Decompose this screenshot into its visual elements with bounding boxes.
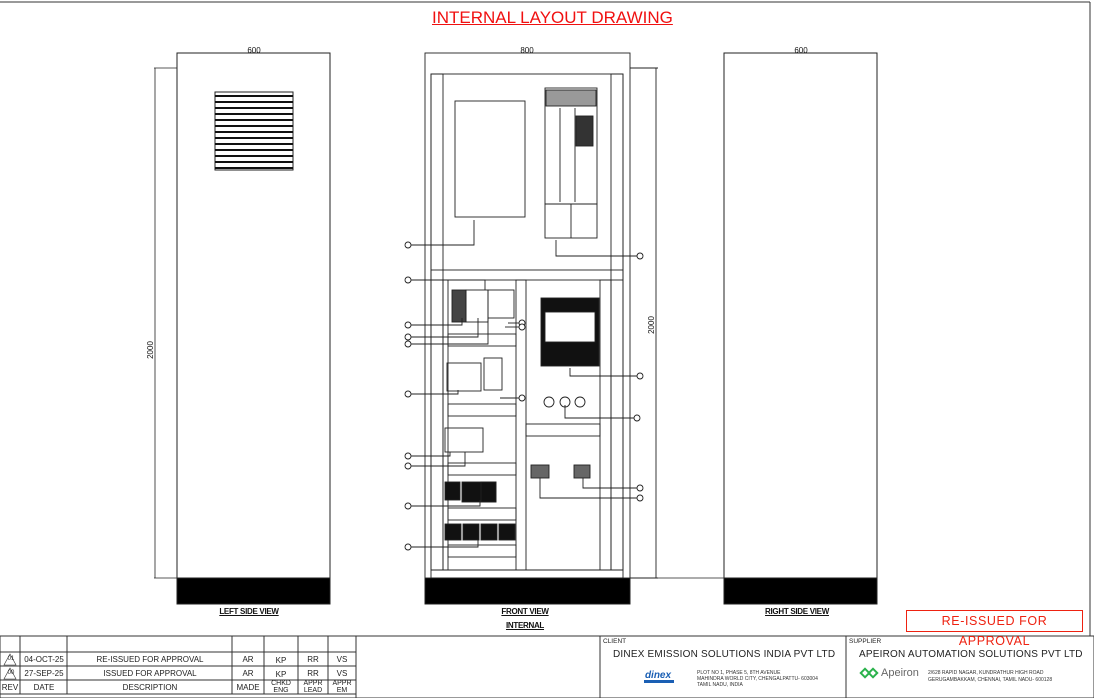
- louvre-slat: [215, 131, 293, 133]
- supplier-heading: SUPPLIER: [849, 638, 882, 645]
- header-checked: CHKD ENG: [271, 680, 291, 694]
- louvre-slat: [215, 155, 293, 157]
- louvre-slat: [215, 95, 293, 97]
- rev-appr-em: VS: [336, 669, 348, 678]
- client-address-line: MAHINDRA WORLD CITY, CHENGALPATTU- 60300…: [697, 676, 818, 682]
- supplier-name: APEIRON AUTOMATION SOLUTIONS PVT LTD: [859, 649, 1083, 660]
- louvre-slat: [215, 113, 293, 115]
- header-rev: REV: [1, 683, 19, 692]
- louvre-slat: [215, 101, 293, 103]
- rev-number: 01: [7, 656, 15, 662]
- rev-description: RE-ISSUED FOR APPROVAL: [96, 655, 204, 664]
- louvre-slat: [215, 125, 293, 127]
- rev-checked: KP: [275, 670, 287, 679]
- front-view-label: FRONT VIEW: [501, 607, 549, 616]
- title-block: [0, 635, 1094, 698]
- louvre-slat: [215, 137, 293, 139]
- right-side-view-label: RIGHT SIDE VIEW: [765, 607, 829, 616]
- front-width-dimension: 800: [520, 46, 534, 55]
- supplier-address-line: GERUGAMBAKKAM, CHENNAI, TAMIL NADU- 6001…: [928, 677, 1053, 683]
- internal-label: INTERNAL: [505, 621, 545, 630]
- header-appr-lead: APPR LEAD: [303, 680, 323, 694]
- left-side-view-label: LEFT SIDE VIEW: [219, 607, 279, 616]
- louvre-slat: [215, 161, 293, 163]
- right-width-dimension: 600: [794, 46, 808, 55]
- rev-number: 00: [7, 670, 15, 676]
- left-width-dimension: 600: [247, 46, 261, 55]
- rev-appr-lead: RR: [307, 669, 319, 678]
- left-height-dimension: 2000: [146, 341, 155, 359]
- louvre-slat: [215, 107, 293, 109]
- apeiron-logo-icon: [859, 667, 879, 679]
- status-stamp: RE-ISSUED FOR APPROVAL: [906, 610, 1083, 648]
- dinex-logo: dinex: [644, 670, 674, 683]
- front-view: [404, 52, 658, 605]
- drawing-title: INTERNAL LAYOUT DRAWING: [432, 8, 673, 27]
- supplier-logo-text: Apeiron: [881, 667, 919, 679]
- rev-made: AR: [242, 669, 254, 678]
- rev-date: 27-SEP-25: [24, 669, 64, 678]
- louvre-slat: [215, 167, 293, 169]
- front-height-dimension: 2000: [647, 316, 656, 334]
- supplier-address-line: 2/628 RAPID NAGAR, KUNDRATHUR HIGH ROAD: [928, 670, 1044, 676]
- client-address-line: TAMIL NADU, INDIA: [697, 682, 743, 688]
- header-made: MADE: [236, 683, 260, 692]
- louvre-slat: [215, 119, 293, 121]
- louvre-slat: [215, 149, 293, 151]
- left-side-view: [154, 52, 331, 605]
- rev-made: AR: [242, 655, 254, 664]
- rev-appr-em: VS: [336, 655, 348, 664]
- rev-date: 04-OCT-25: [24, 655, 64, 664]
- louvre-slat: [215, 143, 293, 145]
- header-date: DATE: [33, 683, 55, 692]
- rev-checked: KP: [275, 656, 287, 665]
- rev-description: ISSUED FOR APPROVAL: [103, 669, 197, 678]
- client-heading: CLIENT: [603, 638, 627, 645]
- client-address-line: PLOT NO 1, PHASE 5, 8TH AVENUE: [697, 670, 781, 676]
- client-name: DINEX EMISSION SOLUTIONS INDIA PVT LTD: [613, 649, 836, 660]
- right-side-view: [656, 52, 878, 605]
- rev-appr-lead: RR: [307, 655, 319, 664]
- header-appr-em: APPR EM: [332, 680, 352, 694]
- svg-text:dinex: dinex: [645, 670, 672, 681]
- header-description: DESCRIPTION: [122, 683, 178, 692]
